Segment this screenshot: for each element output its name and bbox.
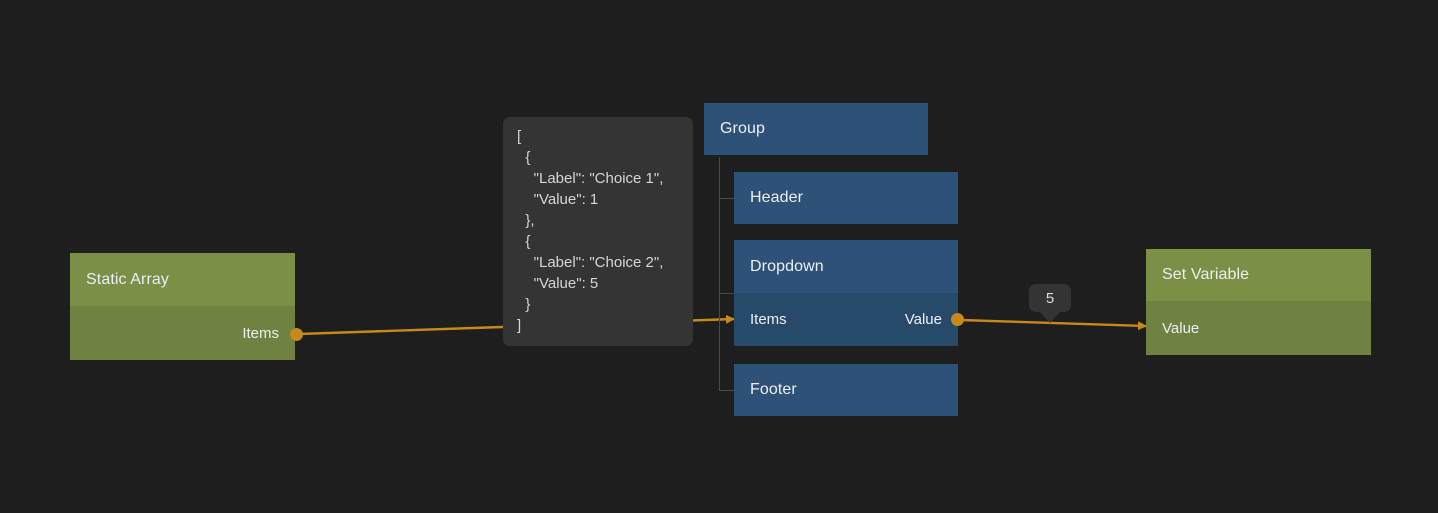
- port-dot-dropdown-value[interactable]: [951, 313, 964, 326]
- node-group-title: Group: [704, 103, 928, 155]
- port-label-set-variable-value-input: Value: [1162, 319, 1200, 337]
- group-tree-stub-dropdown: [719, 293, 734, 294]
- tooltip-value-badge: 5: [1029, 284, 1071, 312]
- tooltip-items-json-tail: [587, 308, 609, 320]
- node-header-child[interactable]: Header: [734, 172, 958, 224]
- group-tree-vertical-line: [719, 157, 720, 391]
- node-header-child-title: Header: [734, 172, 958, 224]
- node-dropdown[interactable]: Dropdown Items Value: [734, 240, 958, 346]
- node-footer-title: Footer: [734, 364, 958, 416]
- group-tree-stub-footer: [719, 390, 734, 391]
- node-static-array-body: Items: [70, 306, 295, 360]
- node-static-array-title: Static Array: [70, 253, 295, 306]
- tooltip-items-json: [ { "Label": "Choice 1", "Value": 1 }, {…: [503, 117, 693, 346]
- tooltip-items-json-text: [ { "Label": "Choice 1", "Value": 1 }, {…: [517, 128, 664, 334]
- node-footer[interactable]: Footer: [734, 364, 958, 416]
- group-tree-stub-header: [719, 198, 734, 199]
- node-dropdown-title: Dropdown: [734, 240, 958, 293]
- node-dropdown-body: Items Value: [734, 293, 958, 346]
- node-set-variable[interactable]: Set Variable Value: [1146, 249, 1371, 355]
- tooltip-value-badge-tail: [1039, 311, 1061, 323]
- node-set-variable-title: Set Variable: [1146, 249, 1371, 301]
- port-row-set-variable-value[interactable]: Value: [1146, 301, 1371, 355]
- port-row-items[interactable]: Items: [70, 306, 295, 360]
- port-dot-static-array-items[interactable]: [290, 328, 303, 341]
- port-label-dropdown-value-output: Value: [904, 311, 942, 328]
- port-label-dropdown-items-input: Items: [750, 311, 787, 328]
- port-row-dropdown-io[interactable]: Items Value: [734, 293, 958, 346]
- node-group[interactable]: Group: [704, 103, 928, 155]
- node-set-variable-body: Value: [1146, 301, 1371, 355]
- port-label-items-output: Items: [242, 324, 279, 342]
- tooltip-value-badge-text: 5: [1045, 289, 1055, 307]
- node-static-array[interactable]: Static Array Items: [70, 253, 295, 360]
